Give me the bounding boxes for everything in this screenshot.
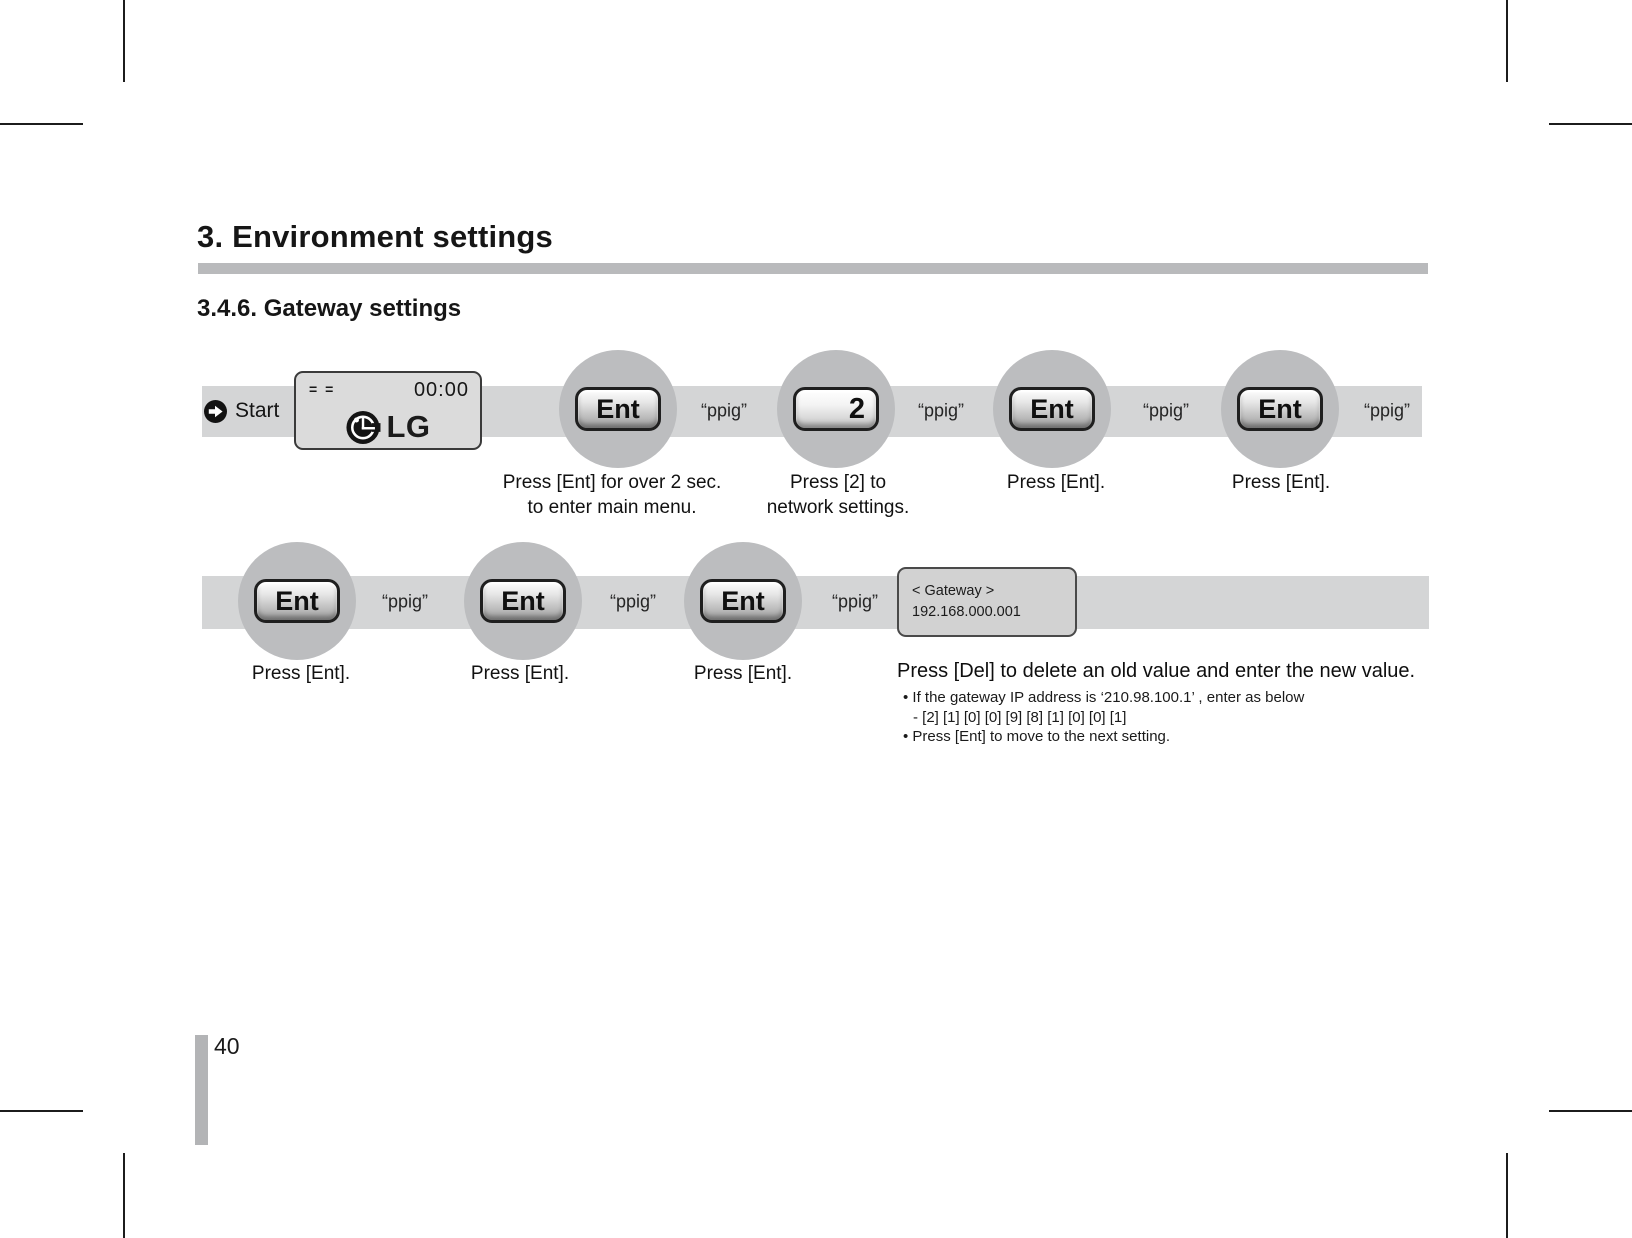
ent-key-button: Ent [1009, 387, 1095, 431]
ent-key-button: Ent [1237, 387, 1323, 431]
step-circle: Ent [1221, 350, 1339, 468]
crop-mark [1549, 123, 1632, 125]
beep-label: “ppig” [609, 591, 657, 612]
beep-label: “ppig” [917, 400, 965, 421]
crop-mark [1506, 1153, 1508, 1238]
step-circle: Ent [684, 542, 802, 660]
num-2-key-button: 2 [793, 387, 879, 431]
crop-mark [1506, 0, 1508, 82]
page-number: 40 [214, 1033, 240, 1059]
step-caption: Press [Ent]. [693, 663, 793, 684]
gateway-display: < Gateway > 192.168.000.001 [897, 567, 1077, 637]
crop-mark [0, 1110, 83, 1112]
instruction-bullet: • Press [Ent] to move to the next settin… [903, 728, 1171, 745]
step-caption: Press [Ent]. [1231, 472, 1331, 493]
crop-mark [123, 1153, 125, 1238]
ent-key-button: Ent [480, 579, 566, 623]
start-icon [204, 399, 227, 423]
start-label: Start [235, 399, 280, 422]
crop-mark [0, 123, 83, 125]
chapter-title: 3. Environment settings [197, 219, 553, 254]
crop-mark [1549, 1110, 1632, 1112]
step-circle: Ent [993, 350, 1111, 468]
step-caption: Press [Ent]. [251, 663, 351, 684]
instruction-bullet: • If the gateway IP address is ‘210.98.1… [903, 689, 1305, 706]
instruction-heading: Press [Del] to delete an old value and e… [897, 660, 1416, 682]
ent-key-button: Ent [254, 579, 340, 623]
page-sidebar-bar [195, 1035, 208, 1145]
instruction-substep: - [2] [1] [0] [0] [9] [8] [1] [0] [0] [1… [913, 709, 1127, 726]
crop-mark [123, 0, 125, 82]
lcd-display: = = 00:00 LG [294, 371, 482, 450]
step-circle: Ent [559, 350, 677, 468]
step-circle: Ent [238, 542, 356, 660]
lcd-brand: LG [345, 409, 430, 445]
beep-label: “ppig” [381, 591, 429, 612]
step-circle: 2 [777, 350, 895, 468]
ent-key-button: Ent [700, 579, 786, 623]
gateway-value: 192.168.000.001 [912, 604, 1021, 620]
lcd-status-text: = = [309, 381, 336, 397]
gateway-title: < Gateway > [912, 583, 995, 599]
beep-label: “ppig” [700, 400, 748, 421]
step-caption: Press [Ent]. [1006, 472, 1106, 493]
flow-band-row2 [202, 576, 1429, 629]
step-circle: Ent [464, 542, 582, 660]
step-caption: Press [2] to network settings. [766, 472, 910, 518]
step-caption: Press [Ent] for over 2 sec. to enter mai… [502, 472, 722, 518]
beep-label: “ppig” [1363, 400, 1411, 421]
ent-key-button: Ent [575, 387, 661, 431]
lg-brand-text: LG [386, 409, 431, 444]
lg-logo-icon [345, 410, 381, 445]
start-marker: Start [204, 399, 279, 423]
step-caption: Press [Ent]. [470, 663, 570, 684]
beep-label: “ppig” [831, 591, 879, 612]
lcd-time: 00:00 [413, 379, 469, 401]
beep-label: “ppig” [1142, 400, 1190, 421]
title-underline-bar [198, 263, 1428, 274]
section-title: 3.4.6. Gateway settings [197, 295, 462, 322]
